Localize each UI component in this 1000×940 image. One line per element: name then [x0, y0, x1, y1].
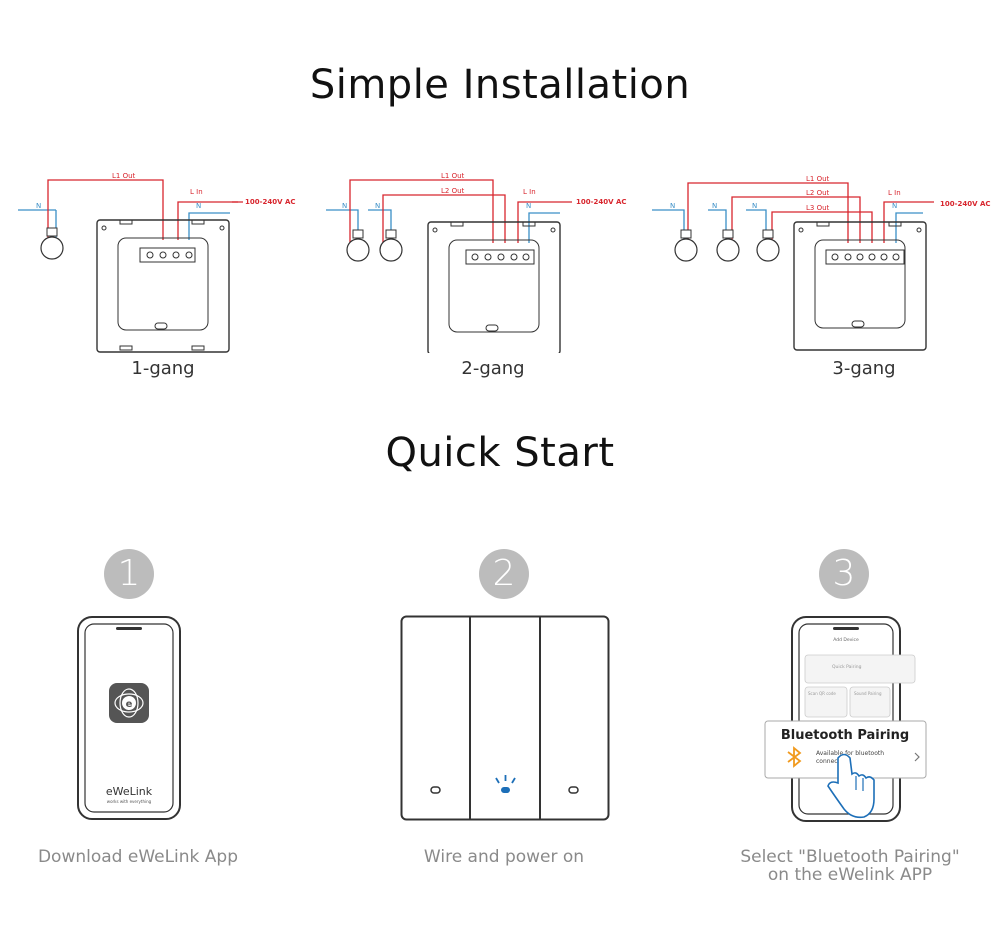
l1-out-label: L1 Out [806, 175, 830, 183]
neutral-label: N [712, 202, 717, 210]
gang-label-2: 2-gang [461, 358, 525, 379]
bluetooth-icon [787, 746, 802, 768]
indicator-light-active [495, 775, 516, 793]
switch-back-plate [793, 221, 927, 351]
gang-label-3: 3-gang [832, 358, 896, 379]
popup-text-line1: Available for bluetooth [816, 750, 884, 757]
step-number-2: 2 [479, 549, 529, 599]
l-in-label: L In [190, 188, 203, 196]
quick-pairing-option[interactable] [804, 654, 916, 684]
gang-label-1: 1-gang [131, 358, 195, 379]
sound-pairing-label: Sound Pairing [854, 691, 882, 696]
l-in-label: L In [888, 189, 901, 197]
neutral-label: N [196, 202, 201, 210]
indicator-light [568, 786, 579, 794]
tap-hand-icon [827, 753, 875, 819]
bulb-icon [379, 229, 403, 262]
ewelink-logo-icon: e [109, 683, 149, 723]
quick-pairing-label: Quick Pairing [832, 664, 862, 670]
neutral-label: N [36, 202, 41, 210]
phone-ewelink-app: e eWeLink works with everything [77, 616, 181, 820]
step-caption-3-line2: on the eWelink APP [767, 865, 933, 885]
step-number-3: 3 [819, 549, 869, 599]
sound-pairing-option[interactable] [849, 686, 891, 718]
bulb-icon [756, 229, 780, 262]
wiring-diagram-2-gang: L1 Out L2 Out L In 100-240V AC N N N [326, 172, 627, 353]
neutral-label: N [892, 202, 897, 210]
step-caption-3: Select "Bluetooth Pairing" on the eWelin… [720, 848, 980, 884]
l-in-label: L In [523, 188, 536, 196]
bulb-icon [716, 229, 740, 262]
app-tagline: works with everything [107, 799, 152, 804]
popup-title: Bluetooth Pairing [781, 728, 909, 743]
neutral-label: N [342, 202, 347, 210]
l1-out-label: L1 Out [441, 172, 465, 180]
scan-qr-label: Scan QR code [808, 691, 836, 696]
bulb-icon [40, 227, 64, 260]
switch-back-plate [427, 221, 561, 353]
bulb-icon [346, 229, 370, 262]
neutral-label: N [526, 202, 531, 210]
app-name: eWeLink [106, 785, 153, 798]
step-caption-1: Download eWeLink App [37, 847, 239, 867]
l2-out-label: L2 Out [441, 187, 465, 195]
installation-title: Simple Installation [309, 62, 691, 108]
wiring-diagram-3-gang: L1 Out L2 Out L3 Out L In 100-240V AC N … [652, 175, 991, 351]
scan-qr-option[interactable] [804, 686, 848, 718]
svg-text:e: e [126, 699, 133, 710]
neutral-label: N [670, 202, 675, 210]
switch-back-plate [96, 219, 230, 353]
chevron-right-icon [914, 752, 920, 762]
supply-label: 100-240V AC [940, 200, 991, 208]
supply-label: 100-240V AC [245, 198, 296, 206]
step-number-1: 1 [104, 549, 154, 599]
wiring-diagram-1-gang: L1 Out L In 100-240V AC N N [18, 172, 296, 353]
bulb-icon [674, 229, 698, 262]
indicator-light [430, 786, 441, 794]
step-caption-2: Wire and power on [423, 847, 585, 867]
l2-out-label: L2 Out [806, 189, 830, 197]
l3-out-label: L3 Out [806, 204, 830, 212]
three-gang-switch-panel [400, 615, 610, 821]
neutral-label: N [375, 202, 380, 210]
phone-bluetooth-pairing: Add Device Quick Pairing Scan QR code So… [764, 616, 927, 822]
supply-label: 100-240V AC [576, 198, 627, 206]
quickstart-title: Quick Start [385, 430, 615, 476]
neutral-label: N [752, 202, 757, 210]
step-caption-3-line1: Select "Bluetooth Pairing" [740, 847, 960, 867]
l1-out-label: L1 Out [112, 172, 136, 180]
popup-text-line2: connection. [816, 758, 851, 765]
screen-title: Add Device [833, 637, 859, 643]
